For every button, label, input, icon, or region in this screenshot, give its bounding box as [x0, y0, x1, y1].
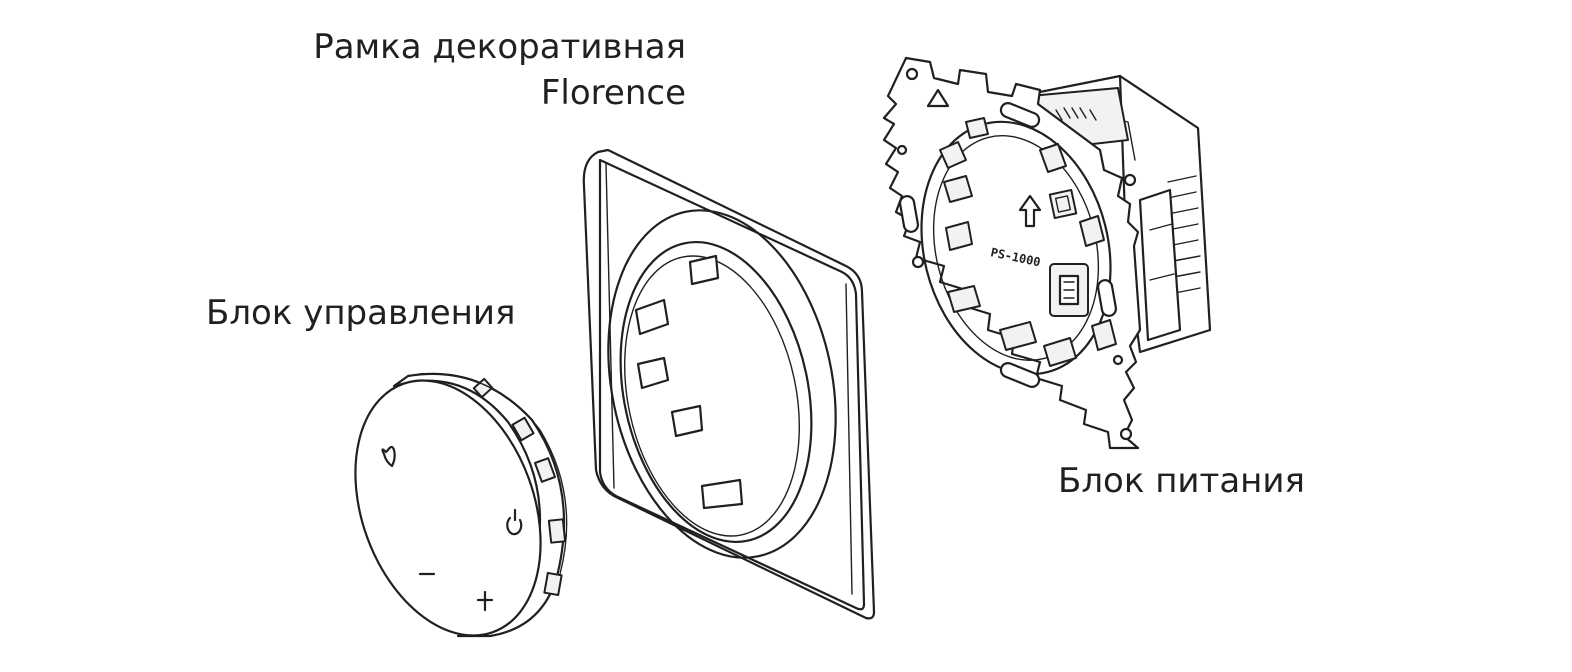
- power-unit-terminal: [1049, 263, 1089, 317]
- heart-icon: [381, 445, 396, 468]
- power-unit-illustration: PS-1000: [882, 56, 1212, 450]
- power-unit-retaining-clips: [939, 117, 1117, 367]
- up-arrow-mark-icon: [1018, 194, 1042, 228]
- label-decorative-frame-line1: Рамка декоративная: [313, 27, 686, 67]
- label-decorative-frame-line2: Florence: [540, 73, 686, 113]
- plus-icon: [476, 590, 494, 612]
- triangle-mark-icon: [926, 88, 950, 108]
- control-unit-rim-teeth: [472, 377, 567, 597]
- control-unit-face: [354, 379, 542, 637]
- label-power-unit: Блок питания: [1058, 461, 1305, 501]
- decorative-frame-ring: [607, 209, 837, 559]
- label-decorative-frame: Рамка декоративная Florence: [313, 24, 686, 116]
- control-unit-illustration: [354, 372, 568, 638]
- decorative-frame-notches: [634, 254, 744, 510]
- decorative-frame-illustration: [582, 148, 876, 620]
- label-control-unit: Блок управления: [206, 293, 516, 333]
- power-icon: [506, 508, 523, 536]
